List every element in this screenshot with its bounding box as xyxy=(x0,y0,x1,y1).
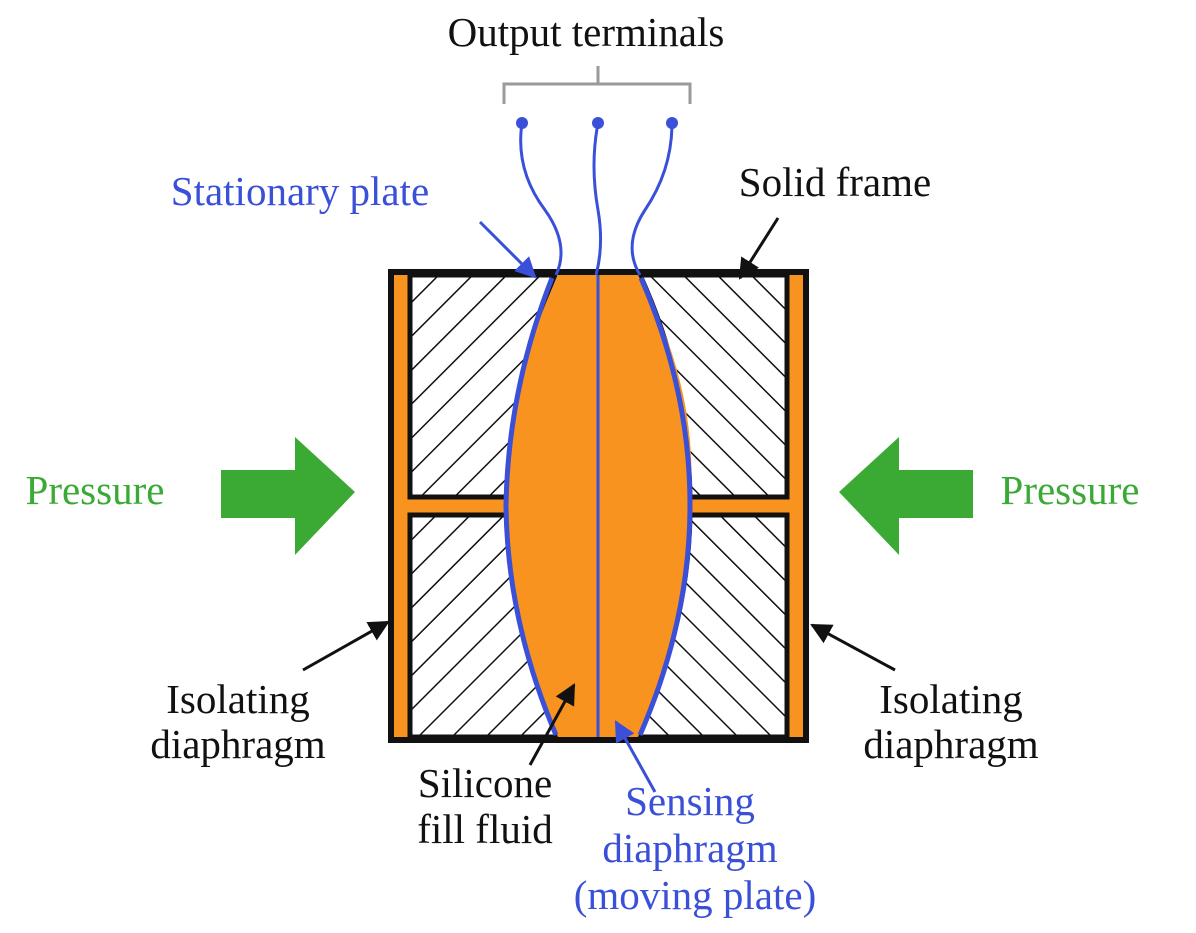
pressure-left-label: Pressure xyxy=(26,467,165,513)
pressure-arrow-right xyxy=(839,437,973,555)
pressure-right-label: Pressure xyxy=(1001,467,1140,513)
terminal-dot-left xyxy=(516,117,528,129)
pressure-arrow-left xyxy=(221,437,355,555)
sensing-diaphragm-label-line2: diaphragm xyxy=(602,825,777,871)
terminal-dot-right xyxy=(666,117,678,129)
stationary-plate-leader xyxy=(478,220,537,279)
stationary-plate-right xyxy=(637,276,693,736)
isolating-diaphragm-left-label-line1: Isolating xyxy=(166,676,309,722)
stationary-plate-left xyxy=(503,277,559,736)
output-terminals-label: Output terminals xyxy=(448,9,725,55)
silicone-fill-label-line1: Silicone xyxy=(418,760,552,806)
solid-frame-label: Solid frame xyxy=(739,159,931,205)
silicone-fill-leader xyxy=(528,683,576,766)
isolating-diaphragm-right-leader xyxy=(810,623,896,672)
output-terminals-bracket xyxy=(502,66,692,104)
sensing-diaphragm-leader xyxy=(614,720,657,793)
output-terminal-wires xyxy=(516,117,678,276)
silicone-fill-label-line2: fill fluid xyxy=(417,806,553,852)
isolating-diaphragm-right-label-line1: Isolating xyxy=(879,676,1022,722)
stationary-plate-label: Stationary plate xyxy=(171,168,429,214)
isolating-diaphragm-left-leader xyxy=(302,620,390,672)
terminal-dot-center xyxy=(592,117,604,129)
isolating-diaphragm-left-label-line2: diaphragm xyxy=(150,721,325,767)
left-cross-channel xyxy=(391,497,511,515)
sensing-diaphragm-label-line1: Sensing xyxy=(625,778,755,824)
sensing-diaphragm-label-line3: (moving plate) xyxy=(574,872,817,918)
right-cross-channel xyxy=(686,497,806,515)
isolating-diaphragm-right-label-line2: diaphragm xyxy=(863,721,1038,767)
solid-frame-outline xyxy=(388,269,809,743)
solid-frame-leader xyxy=(738,217,780,280)
